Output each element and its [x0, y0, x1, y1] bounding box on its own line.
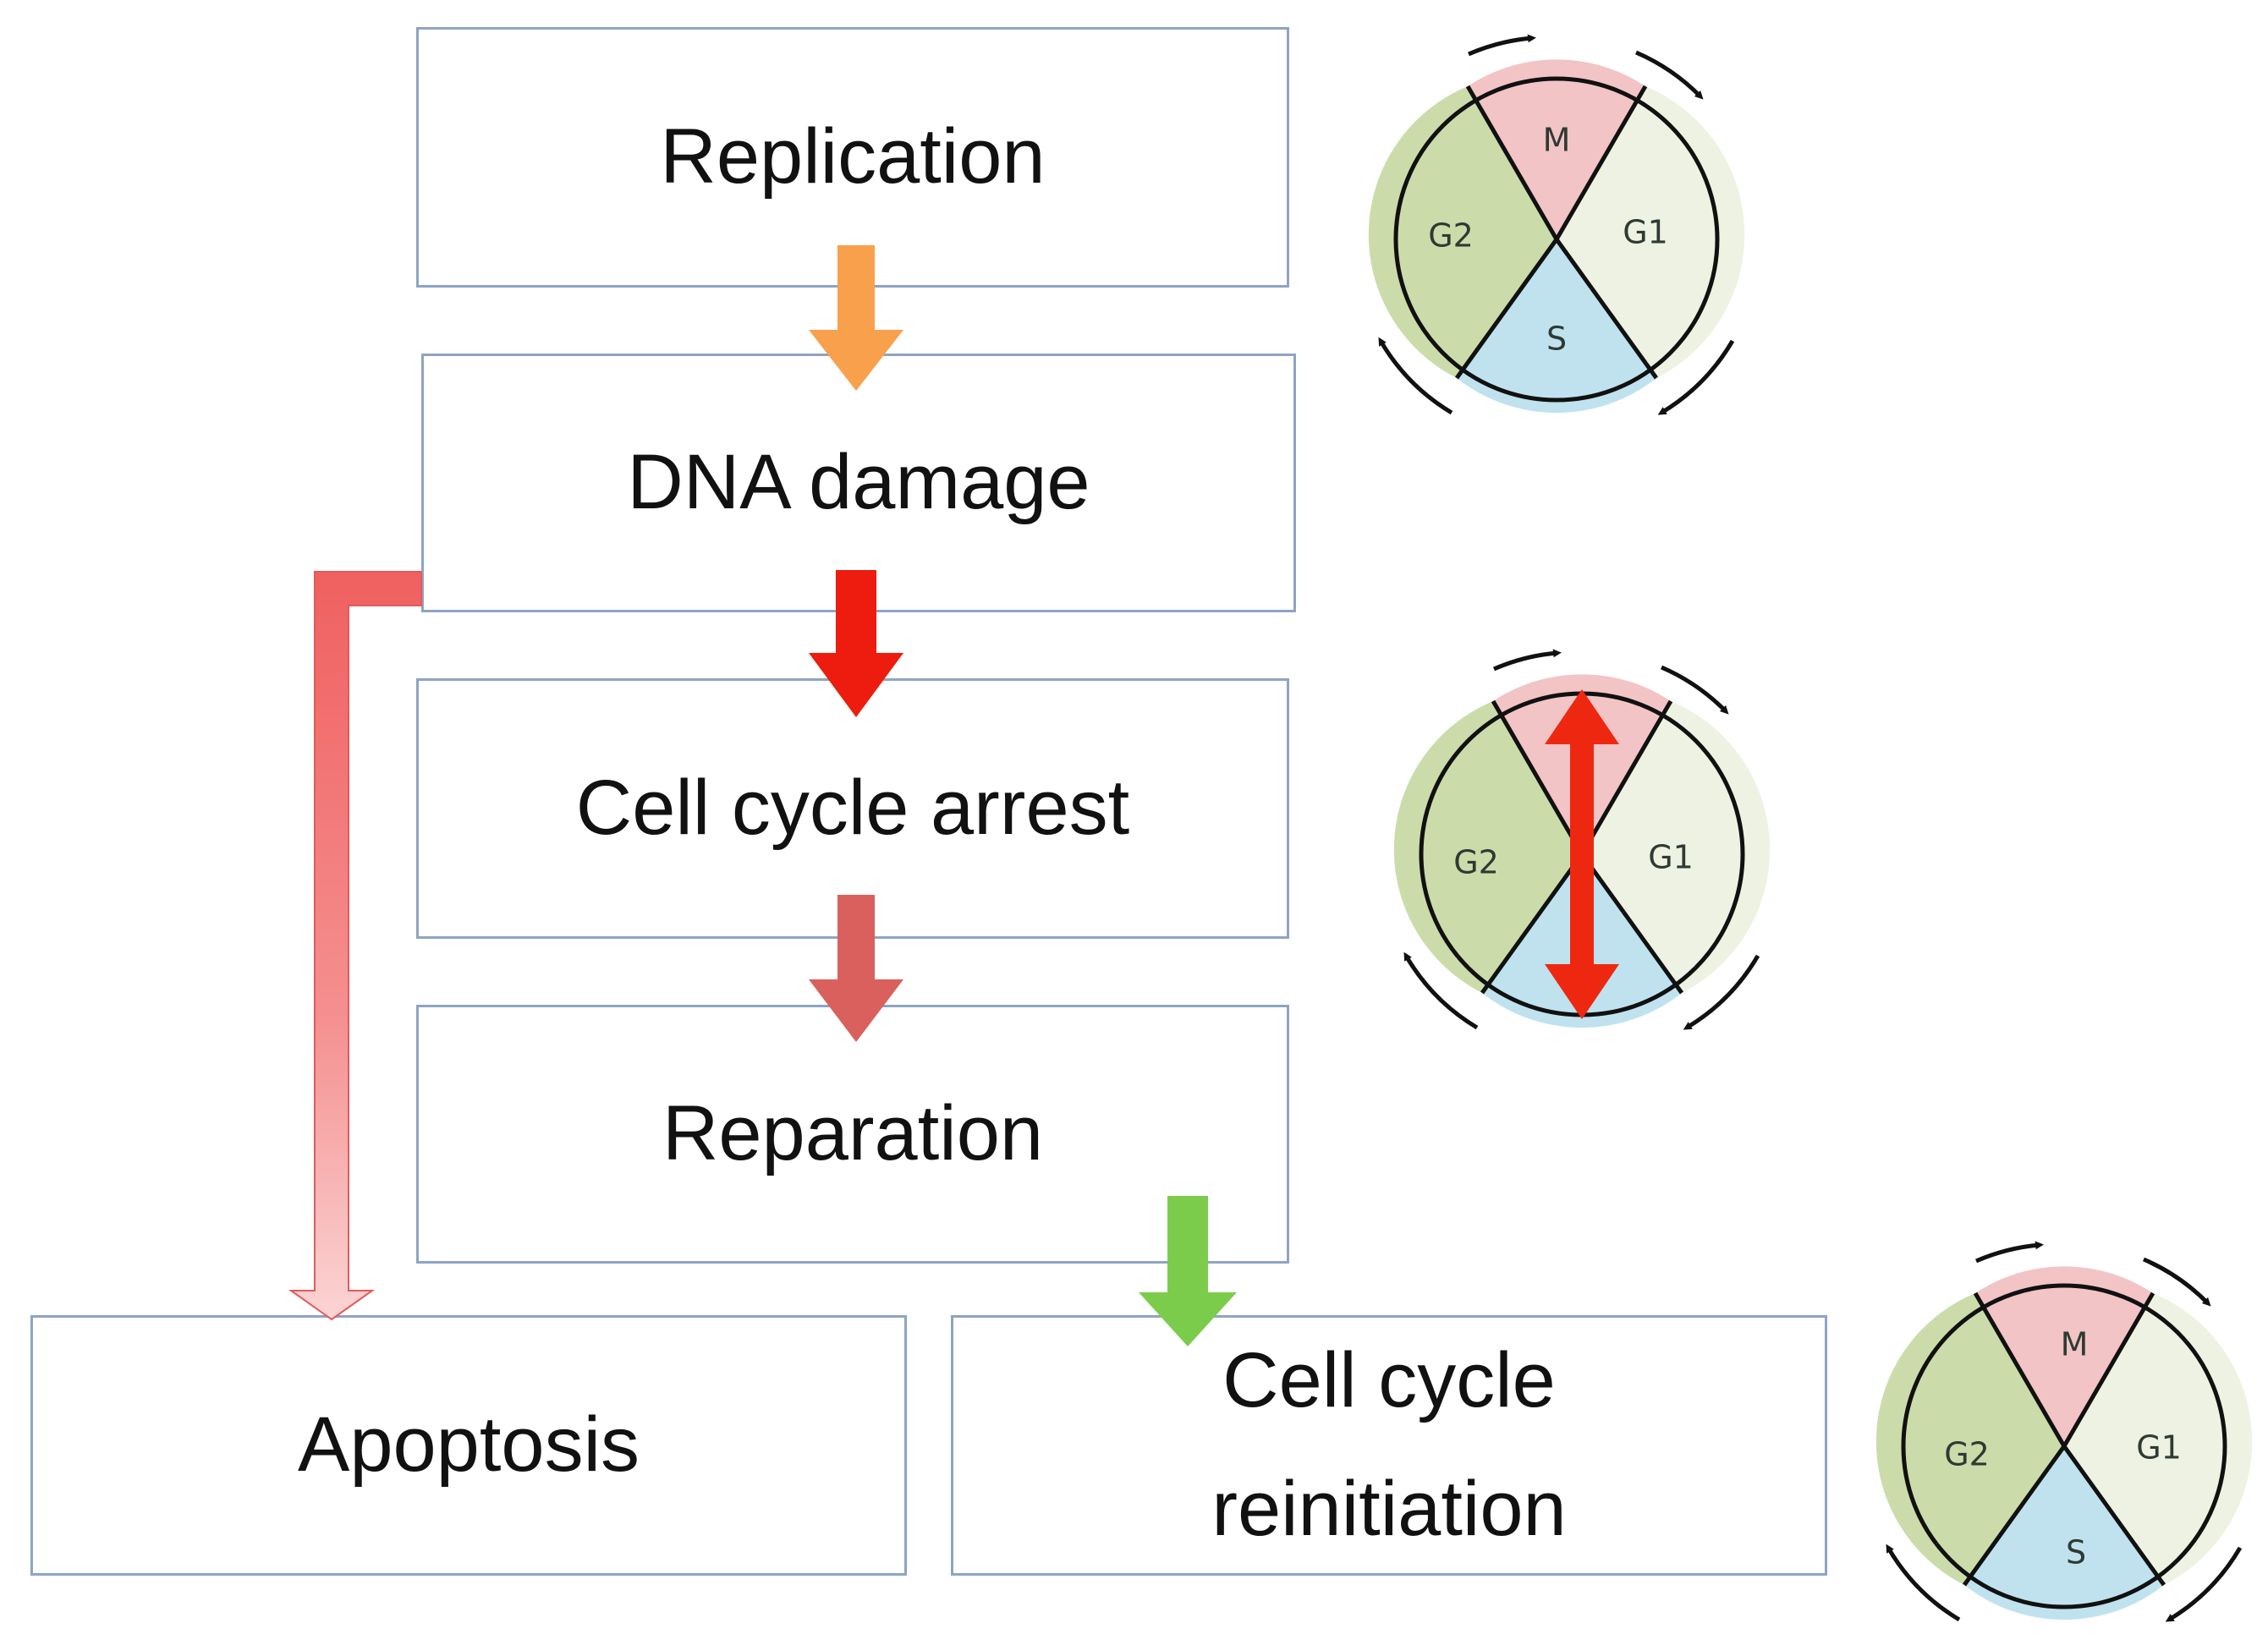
- apoptosis-box: Apoptosis: [30, 1315, 907, 1576]
- cycle-arrow-icon: [2143, 1257, 2211, 1307]
- phase-m-label: M: [2061, 1326, 2089, 1363]
- phase-m-sector: [1975, 1266, 2153, 1446]
- arrow-arrest-to-reparation: [809, 895, 903, 1042]
- arrow-damage-to-arrest: [809, 570, 903, 717]
- arrest-block-arrow-icon: [1545, 689, 1619, 1019]
- reinitiation-label-line1: Cell cycle: [1222, 1337, 1556, 1424]
- cycle-arrow-icon: [1886, 1544, 1961, 1622]
- phase-g2-label: G2: [1428, 217, 1474, 255]
- phase-s-sector: [1457, 239, 1656, 414]
- dna-damage-label: DNA damage: [627, 439, 1090, 526]
- phase-s-sector: [1964, 1446, 2164, 1620]
- arrow-reparation-to-reinitiation: [1139, 1196, 1237, 1346]
- replication-box: Replication: [416, 27, 1289, 288]
- arrow-replication-to-damage: [809, 245, 903, 391]
- phase-g1-label: G1: [1623, 214, 1668, 251]
- cell-cycle-diagram-arrested: G1 G2: [1393, 649, 1771, 1030]
- phase-g2-label: G2: [1944, 1436, 1990, 1473]
- cycle-arrow-icon: [1378, 337, 1453, 415]
- replication-label: Replication: [660, 113, 1046, 200]
- phase-g1-label: G1: [1648, 839, 1694, 876]
- cycle-arrow-icon: [1683, 954, 1760, 1030]
- cell-cycle-diagram-reinitiated: M G1 S G2: [1875, 1241, 2253, 1622]
- phase-g1-label: G1: [2136, 1429, 2182, 1467]
- cycle-arrow-icon: [1975, 1241, 2044, 1264]
- cell-cycle-reinitiation-box: Cell cycle reinitiation: [951, 1315, 1827, 1576]
- cycle-arrow-icon: [1657, 339, 1735, 415]
- cell-cycle-arrest-label: Cell cycle arrest: [575, 765, 1130, 852]
- phase-s-label: S: [1546, 321, 1567, 358]
- phase-g2-label: G2: [1453, 844, 1499, 881]
- cycle-arrow-icon: [1403, 951, 1479, 1030]
- phase-m-sector: [1468, 59, 1645, 239]
- reparation-box: Reparation: [416, 1005, 1289, 1264]
- phase-s-label: S: [2066, 1534, 2086, 1571]
- cycle-arrow-icon: [1635, 50, 1704, 100]
- reparation-label: Reparation: [662, 1090, 1044, 1177]
- cell-cycle-diagram-top: M G1 S G2: [1368, 34, 1745, 415]
- cycle-arrow-icon: [2165, 1546, 2243, 1622]
- arrow-damage-to-apoptosis: [288, 571, 422, 1321]
- phase-m-label: M: [1543, 122, 1571, 159]
- reinitiation-label-line2: reinitiation: [1211, 1466, 1567, 1552]
- cycle-arrow-icon: [1661, 665, 1729, 715]
- cell-cycle-reinitiation-text: Cell cycle reinitiation: [1211, 1317, 1566, 1574]
- apoptosis-label: Apoptosis: [297, 1401, 640, 1489]
- cycle-arrow-icon: [1493, 649, 1562, 672]
- cycle-arrow-icon: [1468, 34, 1536, 57]
